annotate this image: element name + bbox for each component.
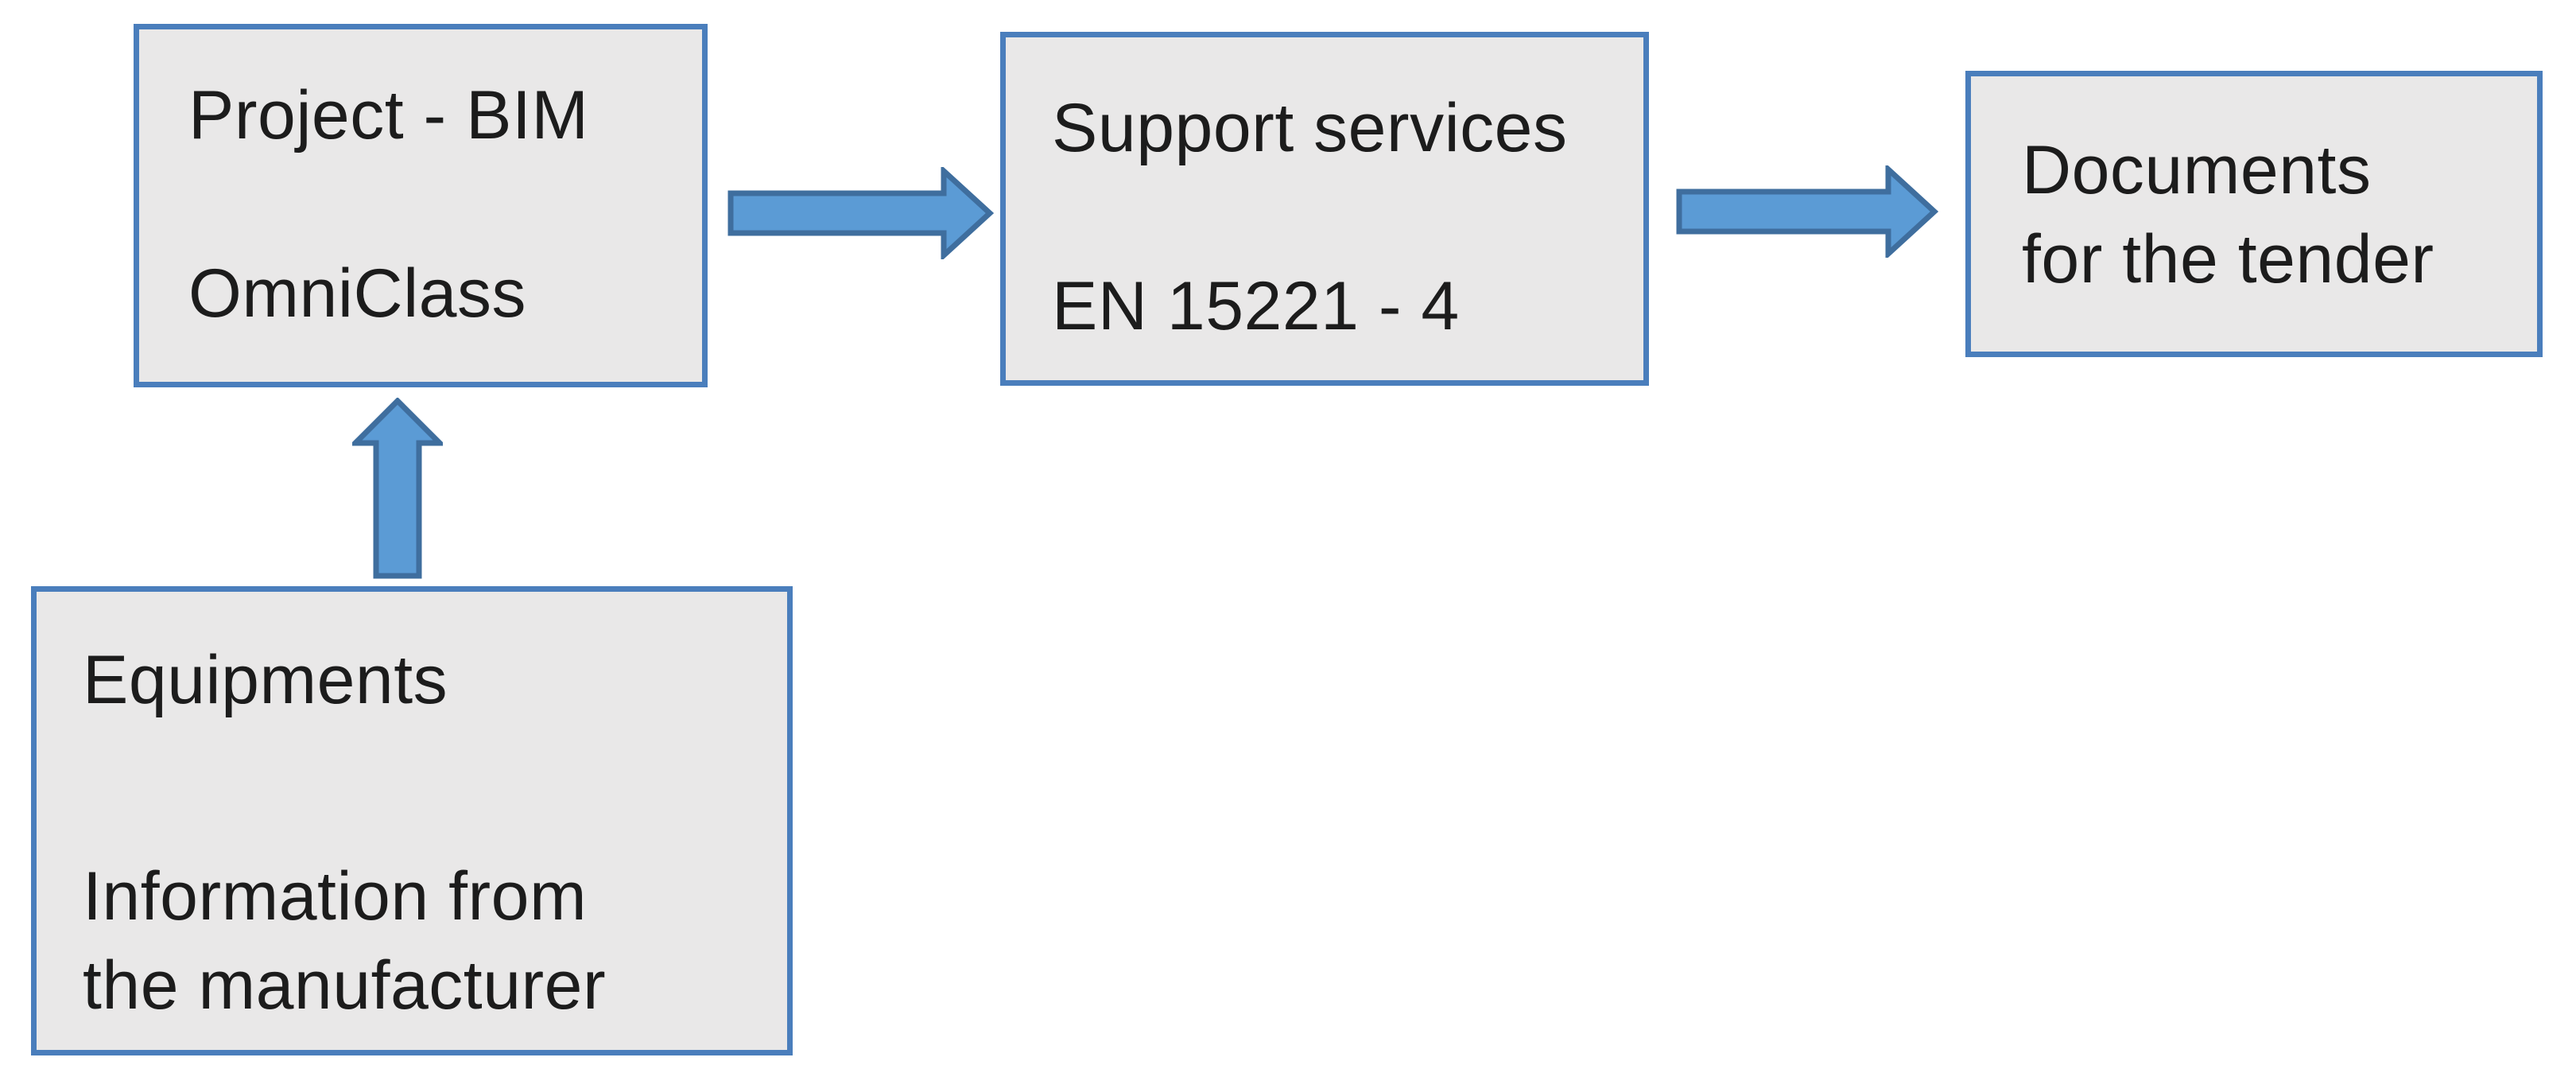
arrow-support-to-documents-icon (1676, 165, 1938, 258)
node-support-services-line2: EN 15221 - 4 (1052, 268, 1460, 344)
node-documents-line1: Documents (2022, 132, 2372, 208)
node-project-bim-line2: OmniClass (188, 255, 527, 332)
node-equipments-line1: Equipments (83, 642, 448, 718)
node-support-services: Support services EN 15221 - 4 (1000, 32, 1649, 386)
arrow-equipments-to-project-icon (352, 398, 443, 579)
node-documents-line2: for the tender (2022, 221, 2434, 297)
node-project-bim: Project - BIM OmniClass (134, 24, 708, 387)
line-spacer (83, 725, 771, 852)
line-spacer (188, 160, 686, 249)
node-equipments-line2: Information from (83, 858, 588, 935)
node-equipments-manufacturer-info: Equipments Information from the manufact… (31, 586, 793, 1055)
node-support-services-line1: Support services (1052, 90, 1568, 166)
node-equipments-line3: the manufacturer (83, 947, 607, 1024)
node-project-bim-line1: Project - BIM (188, 77, 589, 154)
line-spacer (1052, 173, 1627, 262)
node-documents-for-tender: Documents for the tender (1965, 71, 2543, 357)
arrow-project-to-support-icon (727, 167, 994, 259)
